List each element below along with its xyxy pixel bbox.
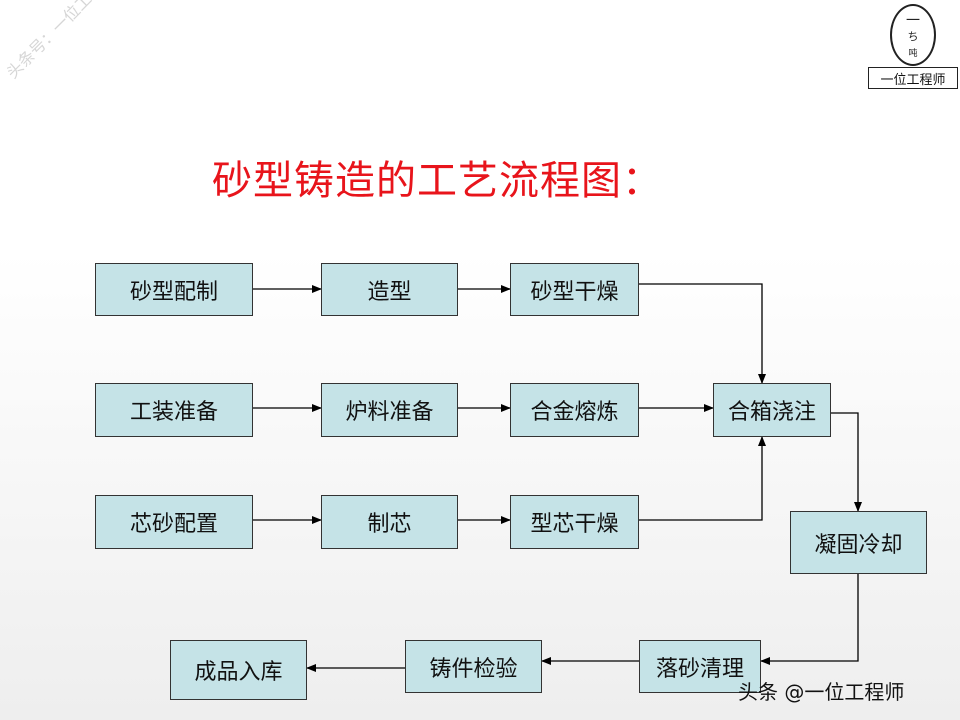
edge-core_dry-pouring (639, 436, 766, 521)
brand-logo: 一 ち 吨 一位工程师 (868, 4, 958, 89)
logo-seal: 一 ち 吨 (890, 4, 936, 66)
node-storage: 成品入库 (170, 640, 307, 700)
node-core-sand: 芯砂配置 (95, 495, 253, 549)
node-coremaking: 制芯 (321, 495, 458, 549)
edge-mold_dry-pouring (639, 283, 766, 384)
node-inspect: 铸件检验 (405, 640, 542, 693)
node-pouring: 合箱浇注 (713, 383, 831, 437)
node-sand-mix: 砂型配制 (95, 263, 253, 316)
node-shakeout: 落砂清理 (639, 640, 761, 693)
node-mold-dry: 砂型干燥 (510, 263, 639, 316)
edge-cooling-shakeout (760, 574, 859, 665)
node-alloy-melt: 合金熔炼 (510, 383, 639, 437)
node-molding: 造型 (321, 263, 458, 316)
logo-label: 一位工程师 (868, 67, 958, 89)
edge-pouring-cooling (831, 412, 862, 512)
footer-watermark: 头条 @一位工程师 (738, 680, 905, 704)
node-cooling: 凝固冷却 (790, 511, 927, 574)
node-tooling: 工装准备 (95, 383, 253, 437)
node-core-dry: 型芯干燥 (510, 495, 639, 549)
node-charge: 炉料准备 (321, 383, 458, 437)
page-title: 砂型铸造的工艺流程图： (212, 158, 663, 204)
